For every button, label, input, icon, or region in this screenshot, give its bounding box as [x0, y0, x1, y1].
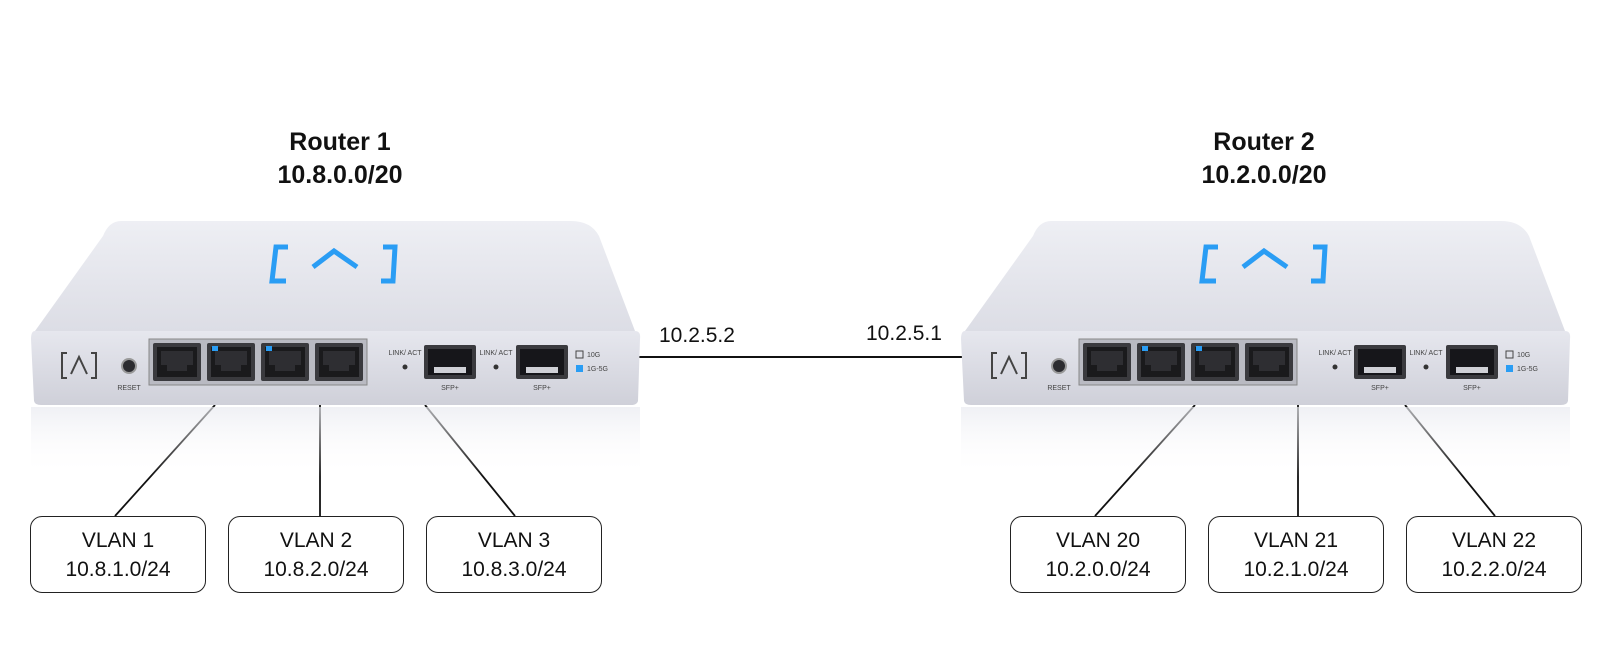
link-act-label: LINK/ ACT: [388, 350, 422, 357]
link-act-label: LINK/ ACT: [479, 350, 513, 357]
led-indicator: [493, 364, 499, 370]
sfp-label: SFP+: [533, 385, 551, 392]
vlan-subnet: 10.8.1.0/24: [65, 558, 171, 581]
vlan-subnet: 10.2.1.0/24: [1243, 558, 1349, 581]
sfp-port[interactable]: [424, 345, 476, 379]
vlan-subnet: 10.2.2.0/24: [1441, 558, 1547, 581]
led-indicator: [1332, 364, 1338, 370]
router-1-subnet: 10.8.0.0/20: [277, 161, 403, 189]
router-2-link-ip: 10.2.5.1: [866, 322, 942, 345]
vlan-name: VLAN 3: [477, 529, 551, 552]
brand-logo-icon: [269, 244, 398, 284]
reset-button[interactable]: [1051, 358, 1067, 374]
vlan-subnet: 10.8.2.0/24: [263, 558, 369, 581]
legend-10g-label: 10G: [1517, 352, 1530, 359]
vlan-name: VLAN 2: [279, 529, 353, 552]
ethernet-port[interactable]: [1245, 343, 1293, 381]
vlan-name: VLAN 1: [81, 529, 155, 552]
router-1-device: RESET LINK/ ACT SFP+ LINK/ ACT SFP+ 10G …: [31, 221, 641, 477]
vlan-name: VLAN 20: [1055, 529, 1141, 552]
router-2-device: RESET LINK/ ACT SFP+ LINK/ ACT SFP+ 10G …: [961, 221, 1571, 477]
vlan-box: VLAN 20 10.2.0.0/24: [1010, 516, 1186, 593]
ethernet-port[interactable]: [315, 343, 363, 381]
ethernet-port[interactable]: [153, 343, 201, 381]
sfp-label: SFP+: [441, 385, 459, 392]
front-logo-icon: [61, 352, 97, 379]
vlan-name: VLAN 21: [1253, 529, 1339, 552]
reset-button[interactable]: [121, 358, 137, 374]
led-indicator: [1423, 364, 1429, 370]
brand-logo-icon: [1199, 244, 1328, 284]
legend-1g-label: 1G-5G: [1517, 366, 1538, 373]
router-1-name: Router 1: [289, 128, 391, 156]
reset-label: RESET: [117, 385, 141, 392]
vlan-name: VLAN 22: [1451, 529, 1537, 552]
ethernet-port[interactable]: [1083, 343, 1131, 381]
vlan-subnet: 10.2.0.0/24: [1045, 558, 1151, 581]
router-1-link-ip: 10.2.5.2: [659, 324, 735, 347]
link-act-label: LINK/ ACT: [1318, 350, 1352, 357]
link-act-label: LINK/ ACT: [1409, 350, 1443, 357]
vlan-box: VLAN 1 10.8.1.0/24: [30, 516, 206, 593]
vlan-box: VLAN 22 10.2.2.0/24: [1406, 516, 1582, 593]
front-logo-icon: [991, 352, 1027, 379]
legend-1g-label: 1G-5G: [587, 366, 608, 373]
sfp-label: SFP+: [1371, 385, 1389, 392]
vlan-box: VLAN 21 10.2.1.0/24: [1208, 516, 1384, 593]
router-2-subnet: 10.2.0.0/20: [1201, 161, 1327, 189]
router-1-title: Router 1 10.8.0.0/20: [190, 126, 490, 192]
router-2-name: Router 2: [1213, 128, 1315, 156]
sfp-port[interactable]: [516, 345, 568, 379]
sfp-port[interactable]: [1446, 345, 1498, 379]
led-indicator: [402, 364, 408, 370]
legend-10g-label: 10G: [587, 352, 600, 359]
router-2-title: Router 2 10.2.0.0/20: [1114, 126, 1414, 192]
vlan-subnet: 10.8.3.0/24: [461, 558, 567, 581]
vlan-box: VLAN 2 10.8.2.0/24: [228, 516, 404, 593]
vlan-box: VLAN 3 10.8.3.0/24: [426, 516, 602, 593]
reset-label: RESET: [1047, 385, 1071, 392]
sfp-port[interactable]: [1354, 345, 1406, 379]
sfp-label: SFP+: [1463, 385, 1481, 392]
